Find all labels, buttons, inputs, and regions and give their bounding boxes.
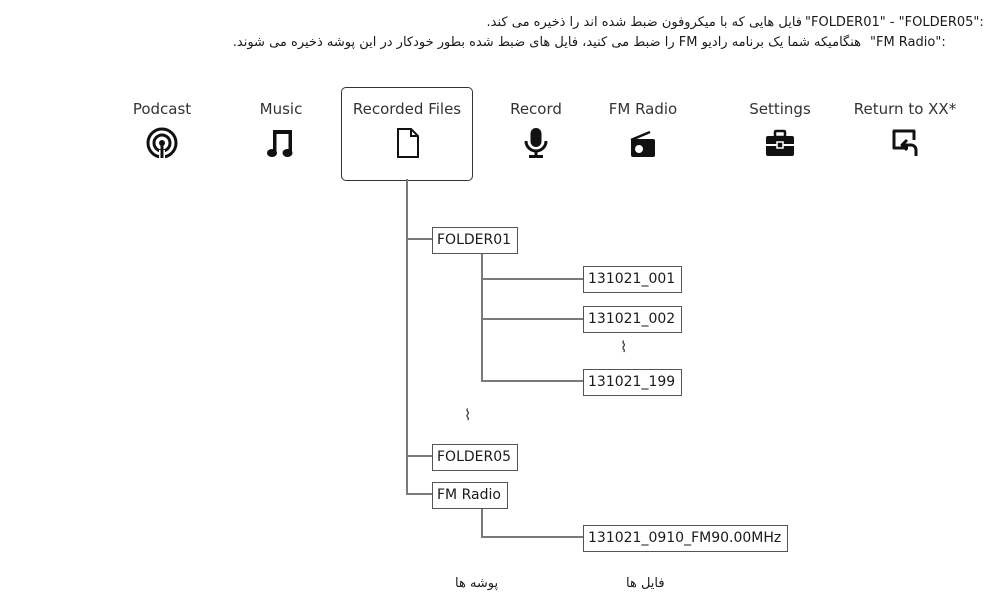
- note-folders-key: "FOLDER01" - "FOLDER05":: [805, 15, 984, 30]
- file-node-002[interactable]: 131021_002: [583, 306, 683, 333]
- menu-item-music[interactable]: Music: [241, 100, 321, 160]
- branch-file2-line: [481, 318, 584, 320]
- menu-label-record: Record: [510, 100, 562, 118]
- menu-item-record[interactable]: Record: [496, 100, 576, 160]
- fm-sub-line: [481, 508, 483, 538]
- file-node-199[interactable]: 131021_199: [583, 369, 683, 396]
- menu-item-settings[interactable]: Settings: [740, 100, 820, 160]
- branch-fm-line: [406, 493, 433, 495]
- menu-item-podcast[interactable]: Podcast: [122, 100, 202, 160]
- branch-file3-line: [481, 380, 584, 382]
- branch-folder01-line: [406, 238, 433, 240]
- tree-trunk-line: [406, 179, 408, 495]
- note-fm-key: "FM Radio":: [870, 35, 946, 50]
- music-note-icon: [267, 130, 293, 157]
- files-ellipsis: ⌇: [620, 338, 628, 356]
- folders-caption: پوشه ها: [455, 576, 499, 591]
- radio-icon: [630, 130, 655, 157]
- menu-label-music: Music: [259, 100, 303, 118]
- branch-file1-line: [481, 278, 584, 280]
- note-fm-text: هنگامیکه شما یک برنامه رادیو FM را ضبط م…: [232, 35, 861, 50]
- folder01-sub-line: [481, 252, 483, 382]
- podcast-icon: [146, 127, 178, 160]
- menu-label-podcast: Podcast: [132, 100, 192, 118]
- folders-ellipsis: ⌇: [464, 406, 472, 424]
- menu-label-return: Return to XX*: [853, 100, 957, 118]
- document-icon: [397, 128, 419, 158]
- menu-label-fm-radio: FM Radio: [608, 100, 678, 118]
- menu-item-recorded-files[interactable]: Recorded Files: [345, 100, 469, 160]
- note-folders-text: فایل هایی که با میکروفون ضبط شده اند را …: [486, 15, 802, 30]
- folder-node-folder05[interactable]: FOLDER05: [432, 444, 519, 471]
- menu-label-settings: Settings: [749, 100, 811, 118]
- branch-folder05-line: [406, 455, 433, 457]
- toolbox-icon: [766, 129, 794, 156]
- menu-item-fm-radio[interactable]: FM Radio: [583, 100, 703, 160]
- files-caption: فایل ها: [626, 576, 665, 591]
- file-node-fm[interactable]: 131021_0910_FM90.00MHz: [583, 525, 789, 552]
- branch-fm-file-line: [481, 536, 584, 538]
- menu-item-return[interactable]: Return to XX*: [848, 100, 962, 160]
- return-icon: [892, 129, 918, 156]
- microphone-icon: [524, 128, 548, 158]
- folder-node-folder01[interactable]: FOLDER01: [432, 227, 519, 254]
- file-node-001[interactable]: 131021_001: [583, 266, 683, 293]
- menu-label-recorded-files: Recorded Files: [352, 100, 462, 118]
- folder-node-fm-radio[interactable]: FM Radio: [432, 482, 508, 509]
